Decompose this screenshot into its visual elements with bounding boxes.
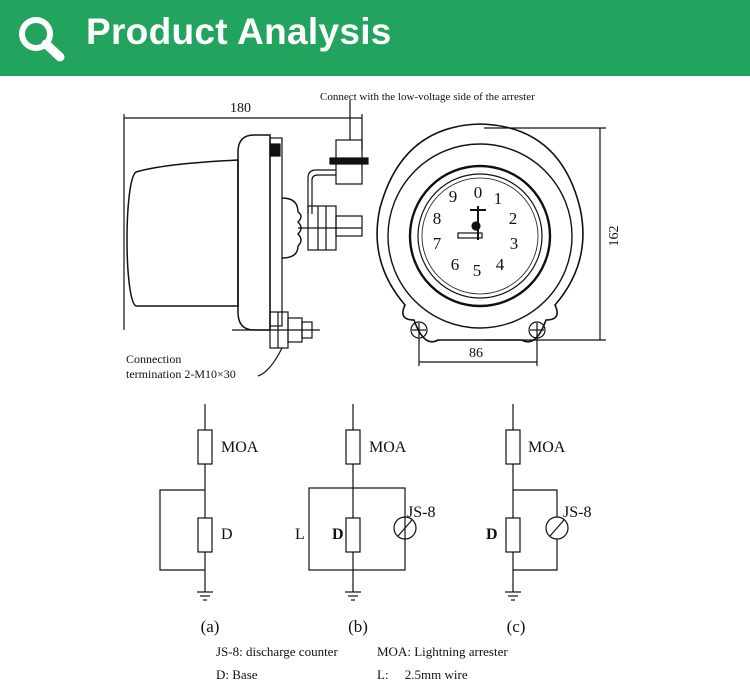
circuit-c xyxy=(505,404,569,601)
dim-width: 180 xyxy=(230,101,251,116)
moa-label-b: MOA xyxy=(369,439,407,456)
moa-label-a: MOA xyxy=(221,439,259,456)
side-view xyxy=(123,100,369,377)
circuit-a xyxy=(159,404,213,601)
dial-digit-6: 6 xyxy=(451,255,460,274)
dim-height: 162 xyxy=(607,226,622,247)
dial-digit-3: 3 xyxy=(510,234,519,253)
legend-moa: MOA: Lightning arrester xyxy=(377,644,508,659)
js8-label-c: JS-8 xyxy=(563,504,591,521)
dim-mount: 86 xyxy=(469,346,483,361)
legend-base: D: Base xyxy=(216,667,258,682)
dial-digit-7: 7 xyxy=(433,234,442,253)
page-title: Product Analysis xyxy=(86,11,392,52)
js8-label-b: JS-8 xyxy=(407,504,435,521)
l-label-b: L xyxy=(295,526,305,543)
legend-wire: L: 2.5mm wire xyxy=(377,667,468,682)
dial-digit-5: 5 xyxy=(473,261,482,280)
d-label-b: D xyxy=(332,526,344,543)
technical-drawing: Connect with the low-voltage side of the… xyxy=(123,91,622,636)
header-banner: Product Analysis xyxy=(0,0,750,76)
dial-digit-1: 1 xyxy=(494,189,503,208)
dial-digit-2: 2 xyxy=(509,209,518,228)
circuit-b xyxy=(308,404,417,601)
connection-label-2: termination 2-M10×30 xyxy=(126,367,236,381)
connection-label-1: Connection xyxy=(126,352,181,366)
dial-digit-4: 4 xyxy=(496,255,505,274)
circuit-caption-b: (b) xyxy=(348,617,368,636)
dial-digits: 0 1 2 3 4 5 6 7 8 9 xyxy=(433,183,519,280)
dial-digit-9: 9 xyxy=(449,187,458,206)
dial-digit-0: 0 xyxy=(474,183,483,202)
d-label-a: D xyxy=(221,526,233,543)
top-note: Connect with the low-voltage side of the… xyxy=(320,91,535,103)
legend-js8: JS-8: discharge counter xyxy=(216,644,338,659)
d-label-c: D xyxy=(486,526,498,543)
circuit-caption-a: (a) xyxy=(201,617,220,636)
circuit-caption-c: (c) xyxy=(507,617,526,636)
front-view xyxy=(376,123,606,366)
magnifier-icon xyxy=(19,17,65,62)
moa-label-c: MOA xyxy=(528,439,566,456)
dial-digit-8: 8 xyxy=(433,209,442,228)
